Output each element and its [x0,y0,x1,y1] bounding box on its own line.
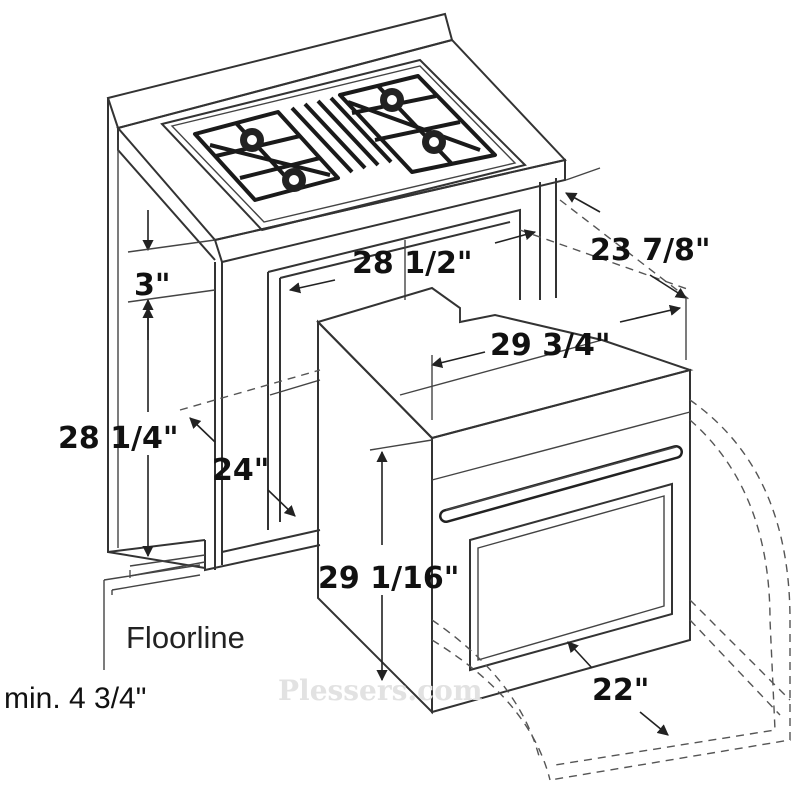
dim-backsplash-height: 3" [134,268,171,303]
cabinet [106,12,567,577]
dim-opening-height: 28 1/4" [58,421,179,456]
wall-oven [316,286,694,715]
door-swing-clearance [431,399,791,781]
dim-opening-depth: 24" [212,453,269,488]
dim-floor-gap: min. 4 3/4" [4,682,146,715]
dimension-lines [103,167,687,736]
dim-oven-depth: 22" [592,673,649,708]
dim-oven-height: 29 1/16" [318,561,459,596]
extension-lines [129,199,691,580]
dim-oven-width: 29 3/4" [490,328,611,363]
dim-cutout-width: 28 1/2" [352,246,473,281]
floorline-label: Floorline [126,620,245,655]
dim-counter-depth: 23 7/8" [590,233,711,268]
watermark-text: Plessers.com [278,674,482,707]
cooktop [160,58,527,232]
